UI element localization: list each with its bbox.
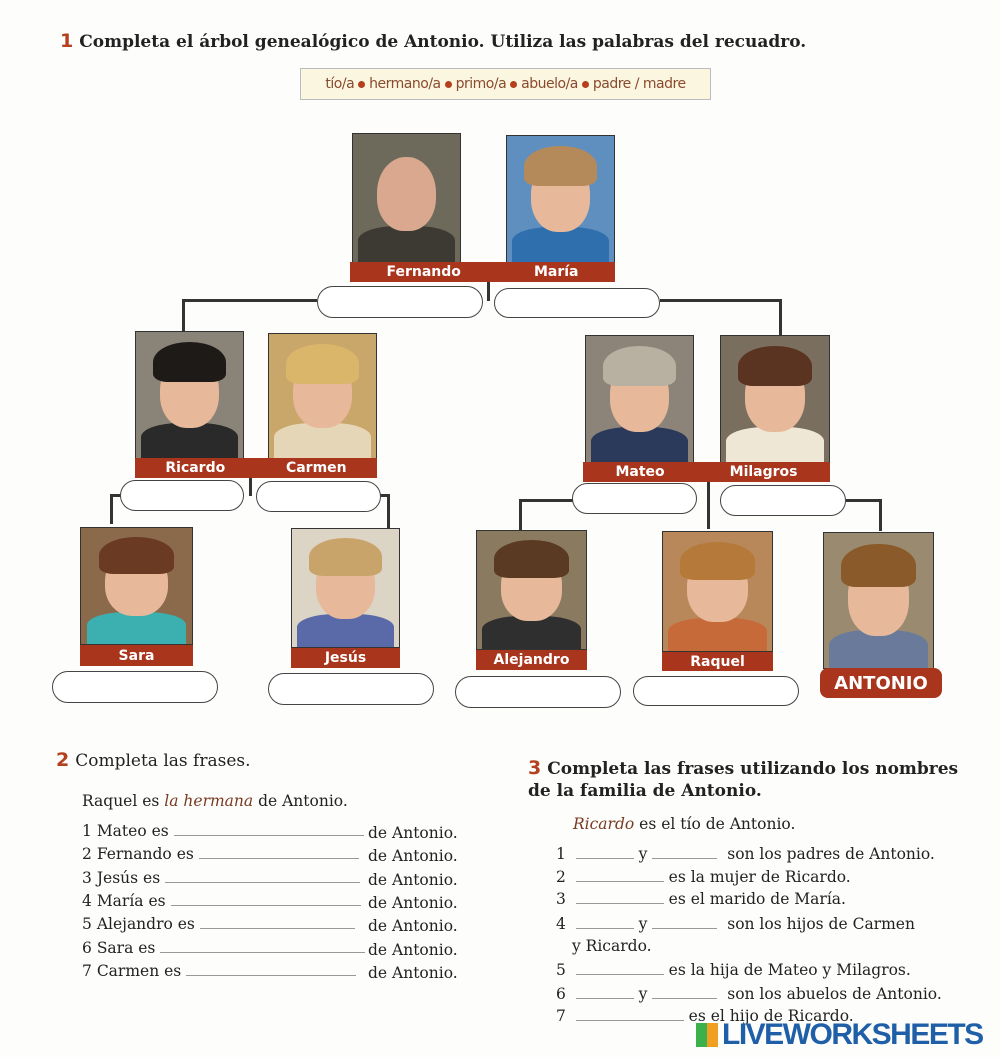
ex3-item-cont: y Ricardo. [572,937,652,955]
answer-field-sara[interactable] [52,671,218,703]
logo-icon [696,1023,718,1047]
tree-line [660,299,782,302]
ex2-answer-field[interactable] [165,870,361,883]
ex3-answer-field[interactable] [652,916,718,929]
ex2-item: 4 María es [82,892,361,910]
photo-raquel [662,531,773,652]
ex2-item-end: de Antonio. [368,893,458,912]
tree-line [846,499,882,502]
ex2-item-end: de Antonio. [368,847,458,866]
photo-maria [506,135,615,263]
ex3-item: 2 es la mujer de Ricardo. [556,868,851,886]
answer-field-carmen[interactable] [256,481,381,512]
label-sara: Sara [80,645,193,666]
answer-field-fernando[interactable] [317,286,483,318]
label-antonio: ANTONIO [820,668,942,698]
bullet-icon [358,80,366,88]
photo-mateo [585,335,694,463]
ex3-item: 6 y son los abuelos de Antonio. [556,985,942,1003]
tree-line [380,494,390,497]
ex2-answer-field[interactable] [198,846,359,860]
ex3-example: Ricardo es el tío de Antonio. [573,815,796,833]
bullet-icon [510,80,518,88]
ex3-item: 4 y son los hijos de Carmen [556,915,915,933]
photo-antonio [823,532,934,669]
tree-line [110,494,122,497]
ex3-item: 3 es el marido de María. [556,890,846,908]
ex3-answer-field[interactable] [575,986,634,999]
word-box: tío/a hermano/a primo/a abuelo/a padre /… [300,68,711,100]
ex3-answer-field[interactable] [652,986,718,999]
tree-line [879,499,882,531]
answer-field-jesus[interactable] [268,673,434,705]
answer-field-milagros[interactable] [720,485,846,516]
answer-field-maria[interactable] [494,288,660,318]
tree-line [249,478,252,496]
answer-field-raquel[interactable] [633,676,799,706]
ex2-answer-field[interactable] [186,963,357,976]
ex3-answer-field[interactable] [575,869,664,882]
ex2-item-end: de Antonio. [368,824,458,842]
bullet-icon [444,80,452,88]
tree-line [519,499,573,502]
ex3-answer-field[interactable] [575,1008,684,1021]
ex3-answer-field[interactable] [575,962,664,975]
answer-field-ricardo[interactable] [120,480,244,511]
ex2-item-end: de Antonio. [368,940,458,959]
tree-line [707,481,710,529]
ex3-answer-field[interactable] [652,846,718,859]
tree-line [183,299,317,302]
tree-line [182,299,185,331]
ex3-answer-field[interactable] [575,891,664,904]
tree-line [487,281,490,301]
label-alejandro: Alejandro [476,650,587,670]
ex2-item: 1 Mateo es [82,822,364,840]
tree-line [387,494,390,528]
ex2-answer-field[interactable] [160,940,366,953]
tree-line [779,299,782,335]
label-raquel: Raquel [662,652,773,671]
ex2-item: 2 Fernando es [82,845,359,863]
ex2-example: Raquel es la hermana de Antonio. [82,792,348,810]
ex3-item: 1 y son los padres de Antonio. [556,845,935,863]
ex2-item: 7 Carmen es [82,962,357,980]
ex2-answer-field[interactable] [199,916,355,930]
ex3-heading-cont: de la familia de Antonio. [528,781,762,801]
ex2-answer-field[interactable] [173,823,364,836]
tree-line [110,494,113,524]
answer-field-mateo[interactable] [572,483,697,514]
ex2-item: 6 Sara es [82,939,366,957]
ex2-item: 5 Alejandro es [82,915,355,933]
ex3-answer-field[interactable] [575,916,634,929]
photo-sara [80,527,193,645]
ex3-item: 7 es el hijo de Ricardo. [556,1007,854,1025]
photo-milagros [720,335,830,463]
ex2-answer-field[interactable] [170,893,361,906]
photo-ricardo [135,331,244,459]
ex3-answer-field[interactable] [575,846,634,859]
ex2-item-end: de Antonio. [368,963,458,982]
tree-line [519,499,522,530]
photo-carmen [268,333,377,459]
bullet-icon [581,80,589,88]
ex2-item: 3 Jesús es [82,869,361,887]
photo-jesus [291,528,400,648]
ex2-item-end: de Antonio. [368,870,458,889]
label-jesus: Jesús [291,648,400,668]
ex2-item-end: de Antonio. [368,917,458,936]
answer-field-alejandro[interactable] [455,676,621,708]
photo-fernando [352,133,461,263]
ex3-item: 5 es la hija de Mateo y Milagros. [556,961,911,979]
liveworksheets-watermark: LIVEWORKSHEETS [696,1019,984,1051]
photo-alejandro [476,530,587,650]
